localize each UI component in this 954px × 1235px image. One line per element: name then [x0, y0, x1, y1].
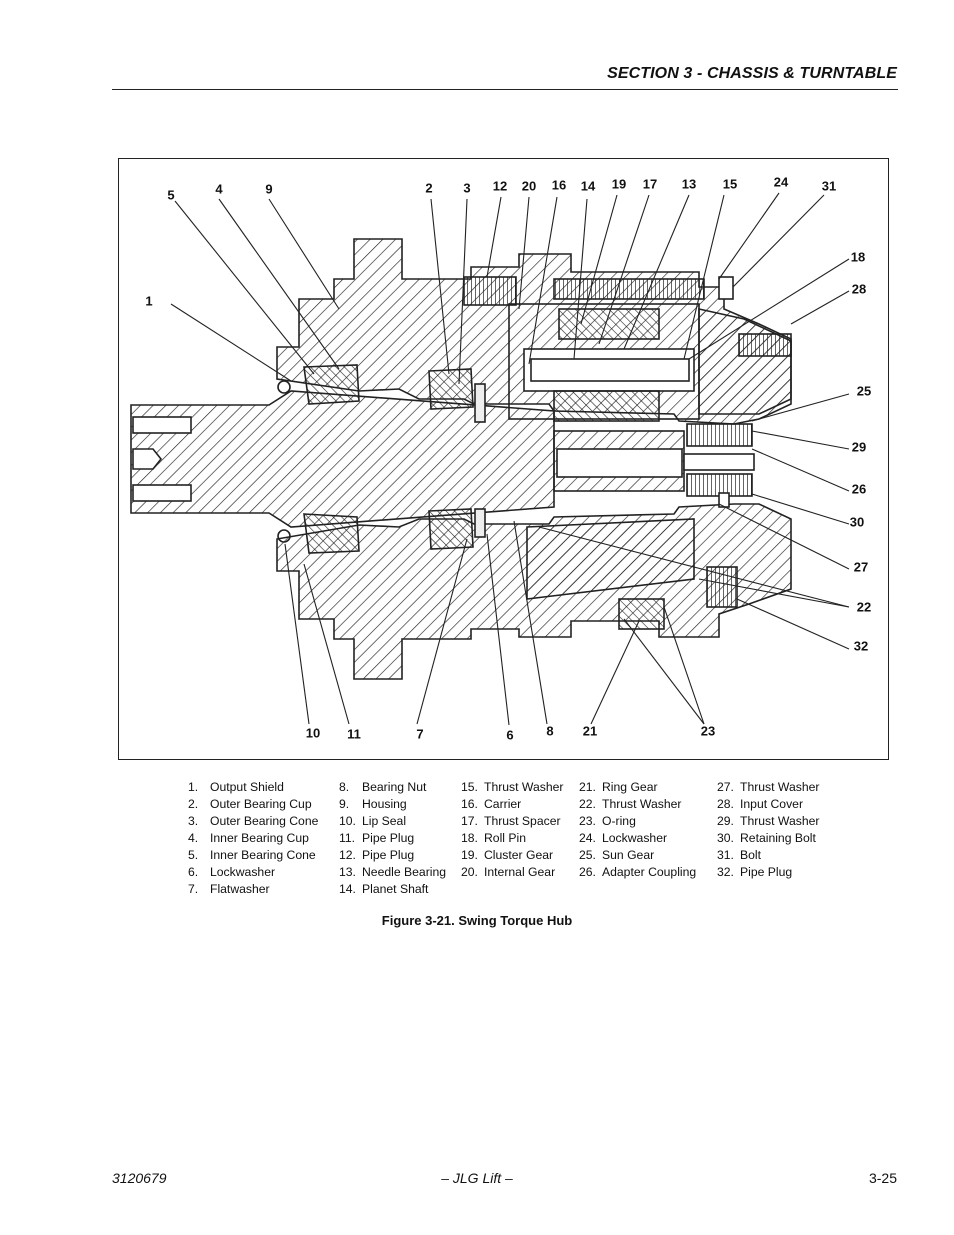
- part-item: 31.Bolt: [717, 848, 762, 862]
- section-title: SECTION 3 - CHASSIS & TURNTABLE: [607, 65, 897, 82]
- figure-swing-torque-hub: 5 4 9 2 3 12 20 16 14 19 17 13 15 24 31 …: [118, 158, 889, 760]
- part-item: 5.Inner Bearing Cone: [188, 848, 316, 862]
- callout-label: 31: [821, 178, 837, 194]
- callout-label: 29: [851, 439, 867, 455]
- part-item: 25.Sun Gear: [579, 848, 655, 862]
- callout-label: 25: [856, 383, 872, 399]
- part-item: 30.Retaining Bolt: [717, 831, 816, 845]
- part-item: 13.Needle Bearing: [339, 865, 447, 879]
- footer-page-number: 3-25: [868, 1170, 897, 1186]
- part-item: 26.Adapter Coupling: [579, 865, 697, 879]
- footer-center: – JLG Lift –: [441, 1170, 513, 1186]
- part-item: 16.Carrier: [461, 797, 522, 811]
- parts-column-2: 8.Bearing Nut 9.Housing 10.Lip Seal 11.P…: [339, 779, 446, 898]
- header-rule: [112, 89, 898, 90]
- part-item: 23.O-ring: [579, 814, 636, 828]
- part-item: 24.Lockwasher: [579, 831, 668, 845]
- part-item: 19.Cluster Gear: [461, 848, 554, 862]
- part-item: 14.Planet Shaft: [339, 882, 429, 896]
- callout-label: 7: [416, 726, 424, 742]
- part-item: 4.Inner Bearing Cup: [188, 831, 309, 845]
- part-item: 1.Output Shield: [188, 780, 284, 794]
- part-item: 21.Ring Gear: [579, 780, 658, 794]
- part-item: 11.Pipe Plug: [339, 831, 415, 845]
- callout-label: 22: [856, 599, 872, 615]
- callout-label: 5: [167, 187, 175, 203]
- part-item: 29.Thrust Washer: [717, 814, 820, 828]
- callout-label: 2: [425, 180, 433, 196]
- callout-label: 16: [551, 177, 567, 193]
- part-item: 20.Internal Gear: [461, 865, 556, 879]
- callout-label: 30: [849, 514, 865, 530]
- part-item: 22.Thrust Washer: [579, 797, 682, 811]
- part-item: 8.Bearing Nut: [339, 780, 427, 794]
- callout-label: 11: [347, 726, 361, 742]
- callout-label: 9: [265, 181, 273, 197]
- part-item: 18.Roll Pin: [461, 831, 526, 845]
- footer-doc-number: 3120679: [112, 1170, 167, 1186]
- callout-label: 28: [851, 281, 867, 297]
- callout-label: 12: [492, 178, 508, 194]
- callout-label: 4: [215, 181, 223, 197]
- part-item: 27.Thrust Washer: [717, 780, 820, 794]
- callout-label: 15: [722, 176, 738, 192]
- part-item: 6.Lockwasher: [188, 865, 276, 879]
- callout-label: 21: [582, 723, 598, 739]
- callout-label: 6: [506, 727, 514, 743]
- callout-label: 19: [611, 176, 627, 192]
- part-item: 2.Outer Bearing Cup: [188, 797, 312, 811]
- part-item: 7.Flatwasher: [188, 882, 270, 896]
- part-item: 15.Thrust Washer: [461, 780, 564, 794]
- parts-column-3: 15.Thrust Washer 16.Carrier 17.Thrust Sp…: [461, 779, 563, 881]
- torque-hub-drawing: [130, 192, 850, 726]
- callout-label: 8: [546, 723, 554, 739]
- part-item: 32.Pipe Plug: [717, 865, 793, 879]
- callout-label: 26: [851, 481, 867, 497]
- callout-label: 23: [700, 723, 716, 739]
- callout-label: 10: [305, 725, 321, 741]
- figure-caption: Figure 3-21. Swing Torque Hub: [381, 913, 573, 928]
- part-item: 9.Housing: [339, 797, 407, 811]
- callout-label: 1: [145, 293, 153, 309]
- callout-label: 17: [642, 176, 658, 192]
- callout-label: 20: [521, 178, 537, 194]
- parts-column-4: 21.Ring Gear 22.Thrust Washer 23.O-ring …: [579, 779, 696, 881]
- callout-label: 32: [853, 638, 869, 654]
- callout-label: 3: [463, 180, 471, 196]
- callout-label: 14: [580, 178, 596, 194]
- callout-label: 27: [853, 559, 869, 575]
- part-item: 10.Lip Seal: [339, 814, 407, 828]
- parts-column-5: 27.Thrust Washer 28.Input Cover 29.Thrus…: [717, 779, 819, 881]
- callout-label: 24: [773, 174, 789, 190]
- callout-label: 13: [681, 176, 697, 192]
- part-item: 3.Outer Bearing Cone: [188, 814, 319, 828]
- part-item: 12.Pipe Plug: [339, 848, 415, 862]
- callout-label: 18: [850, 249, 866, 265]
- parts-column-1: 1.Output Shield 2.Outer Bearing Cup 3.Ou…: [188, 779, 318, 898]
- part-item: 17.Thrust Spacer: [461, 814, 561, 828]
- part-item: 28.Input Cover: [717, 797, 804, 811]
